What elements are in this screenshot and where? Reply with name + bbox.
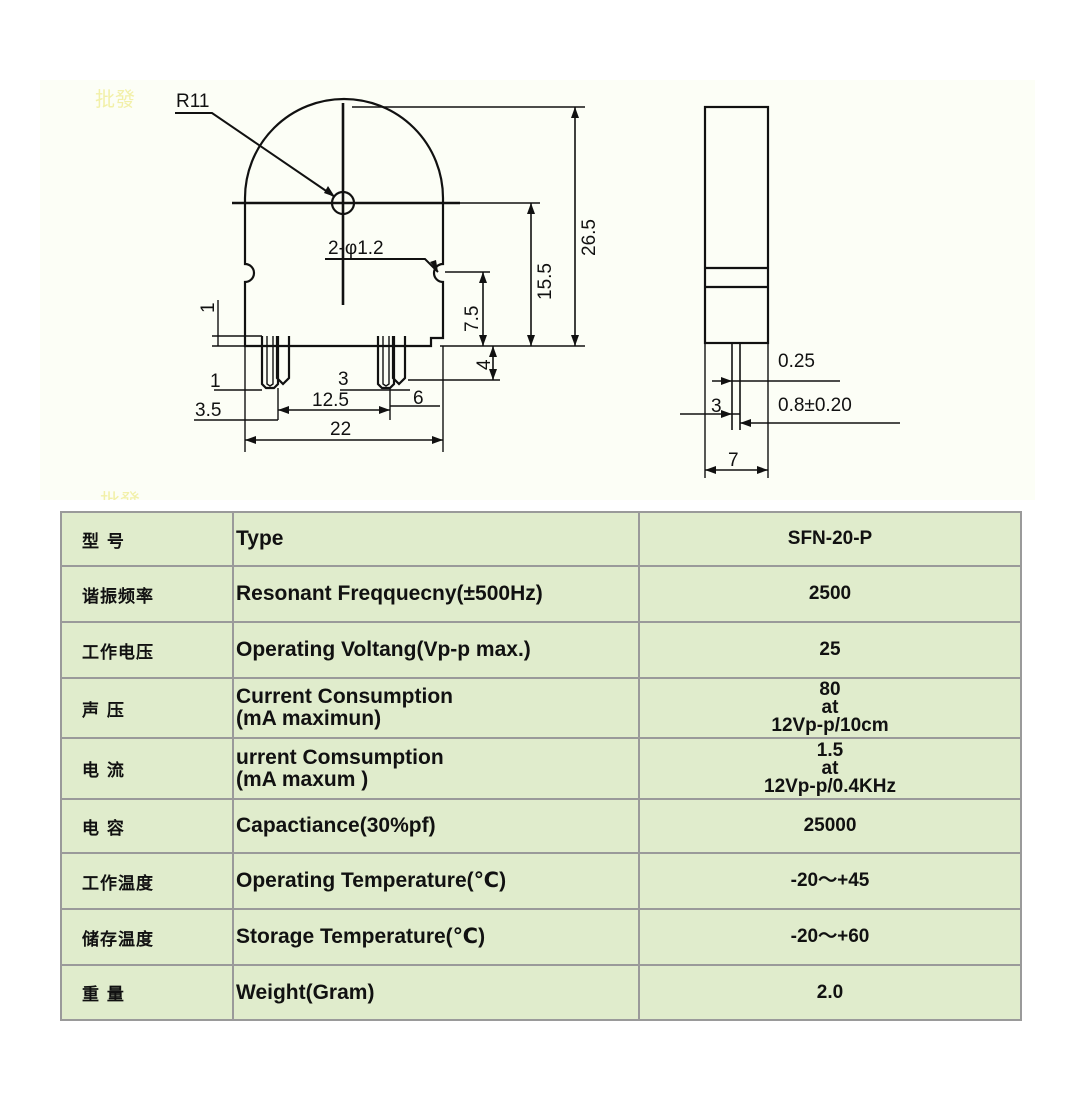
dim-1-horizontal: 1 bbox=[210, 371, 221, 392]
dim-1-vertical: 1 bbox=[198, 302, 219, 313]
radius-leader bbox=[175, 112, 336, 198]
row-value-text: 2500 bbox=[808, 583, 852, 604]
row-value: 25 bbox=[638, 621, 1022, 679]
row-label-english-text: Type bbox=[236, 527, 284, 550]
watermark: 批發 bbox=[100, 489, 140, 500]
technical-drawing: 批發 批發 bbox=[0, 0, 1080, 500]
side-body-outline bbox=[703, 105, 770, 345]
row-label-english: Operating Voltang(Vp-p max.) bbox=[232, 621, 640, 679]
row-label-chinese: 电 流 bbox=[60, 737, 234, 800]
row-label-chinese: 型 号 bbox=[60, 511, 234, 567]
row-label-english-text: Operating Temperature(℃) bbox=[236, 869, 507, 892]
side-dim-3: 3 bbox=[711, 396, 722, 417]
right-pin-inner bbox=[382, 336, 390, 387]
drawing-svg: 批發 批發 bbox=[40, 80, 1035, 500]
dim-3-5: 3.5 bbox=[195, 400, 221, 421]
row-label-english: Weight(Gram) bbox=[232, 964, 640, 1021]
side-view bbox=[680, 105, 900, 478]
dim-26-5: 26.5 bbox=[579, 219, 600, 256]
row-label-chinese: 工作电压 bbox=[60, 621, 234, 679]
row-label-chinese: 声 压 bbox=[60, 677, 234, 739]
row-value-text: -20～+60 bbox=[790, 926, 870, 947]
row-label-english: Operating Temperature(℃) bbox=[232, 852, 640, 910]
row-label-english-text: Weight(Gram) bbox=[236, 980, 375, 1004]
row-label-english-text: Current Consumption bbox=[236, 685, 453, 708]
row-value-text: 12Vp-p/10cm bbox=[771, 715, 889, 736]
row-value: SFN-20-P bbox=[638, 511, 1022, 567]
row-label-english-text: urrent Comsumption bbox=[236, 745, 444, 769]
dim-12-5: 12.5 bbox=[312, 390, 349, 411]
dim-15-5: 15.5 bbox=[535, 263, 556, 300]
row-value-text: 2.0 bbox=[816, 981, 844, 1003]
spec-table: 型 号 Type SFN-20-P 谐振频率 Resonant Freqquec… bbox=[60, 511, 1022, 1021]
row-label-english: urrent Comsumption(mA maxum ) bbox=[232, 737, 640, 800]
left-pin-second bbox=[275, 336, 291, 386]
watermark: 批發 bbox=[95, 87, 135, 111]
hole-label: 2-φ1.2 bbox=[328, 238, 384, 259]
row-label-english-text: Capactiance(30%pf) bbox=[236, 814, 436, 837]
row-label-english-text: Storage Temperature(℃) bbox=[236, 925, 486, 948]
row-value: 2500 bbox=[638, 565, 1022, 623]
dim-22: 22 bbox=[330, 419, 351, 440]
side-arrowheads bbox=[705, 377, 768, 474]
row-value-text: -20～+45 bbox=[790, 870, 870, 891]
dim-6: 6 bbox=[413, 388, 424, 409]
row-value-text: 80 bbox=[819, 679, 841, 700]
front-view-labels: R11 2-φ1.2 26.5 15.5 7.5 4 1 1 3 6 3.5 1… bbox=[176, 91, 600, 440]
hole-leader bbox=[325, 258, 439, 273]
dim-7-5: 7.5 bbox=[462, 306, 483, 332]
row-value-text: 1.5 bbox=[816, 739, 844, 761]
row-label-english-subtext: (mA maxum ) bbox=[236, 767, 369, 791]
row-label-chinese: 谐振频率 bbox=[60, 565, 234, 623]
row-label-chinese: 工作温度 bbox=[60, 852, 234, 910]
table-row: 电 容 Capactiance(30%pf) 25000 bbox=[60, 798, 1022, 854]
row-value: -20～+60 bbox=[638, 908, 1022, 966]
front-view bbox=[175, 97, 585, 452]
buzzer-body-outline bbox=[243, 97, 445, 348]
row-value-text: 25 bbox=[819, 639, 841, 660]
row-label-chinese: 电 容 bbox=[60, 798, 234, 854]
side-view-labels: 0.25 3 0.8±0.20 7 bbox=[711, 351, 852, 471]
row-label-english: Current Consumption(mA maximun) bbox=[232, 677, 640, 739]
table-row: 型 号 Type SFN-20-P bbox=[60, 511, 1022, 567]
side-dim-0-25: 0.25 bbox=[778, 351, 815, 372]
row-value-text: 25000 bbox=[803, 815, 857, 836]
center-hole bbox=[330, 190, 356, 216]
row-label-english-text: Operating Voltang(Vp-p max.) bbox=[236, 638, 531, 661]
row-label-english: Type bbox=[232, 511, 640, 567]
side-dim-0-8: 0.8±0.20 bbox=[778, 395, 852, 416]
arrowheads bbox=[245, 107, 579, 444]
table-row: 重 量 Weight(Gram) 2.0 bbox=[60, 964, 1022, 1021]
row-value-text: SFN-20-P bbox=[787, 528, 873, 549]
drawing-background bbox=[40, 80, 1035, 500]
dim-3: 3 bbox=[338, 369, 349, 390]
right-pin-second bbox=[391, 336, 407, 386]
row-value-text: at bbox=[821, 697, 839, 718]
side-dim-7: 7 bbox=[728, 450, 739, 471]
row-value-text: at bbox=[821, 757, 839, 779]
row-label-english: Resonant Freqquecny(±500Hz) bbox=[232, 565, 640, 623]
radius-label: R11 bbox=[176, 91, 209, 112]
row-value: 2.0 bbox=[638, 964, 1022, 1021]
dim-4: 4 bbox=[474, 359, 495, 370]
row-label-chinese: 储存温度 bbox=[60, 908, 234, 966]
row-value: -20～+45 bbox=[638, 852, 1022, 910]
row-label-chinese: 重 量 bbox=[60, 964, 234, 1021]
row-label-english: Capactiance(30%pf) bbox=[232, 798, 640, 854]
table-row: 谐振频率 Resonant Freqquecny(±500Hz) 2500 bbox=[60, 565, 1022, 623]
row-value: 25000 bbox=[638, 798, 1022, 854]
row-label-english: Storage Temperature(℃) bbox=[232, 908, 640, 966]
table-row: 工作电压 Operating Voltang(Vp-p max.) 25 bbox=[60, 621, 1022, 679]
row-value-text: 12Vp-p/0.4KHz bbox=[764, 775, 896, 797]
row-label-english-text: Resonant Freqquecny(±500Hz) bbox=[236, 582, 543, 605]
row-label-english-subtext: (mA maximun) bbox=[236, 707, 382, 730]
table-row: 工作温度 Operating Temperature(℃) -20～+45 bbox=[60, 852, 1022, 910]
left-pin-inner bbox=[266, 336, 274, 387]
table-row: 储存温度 Storage Temperature(℃) -20～+60 bbox=[60, 908, 1022, 966]
